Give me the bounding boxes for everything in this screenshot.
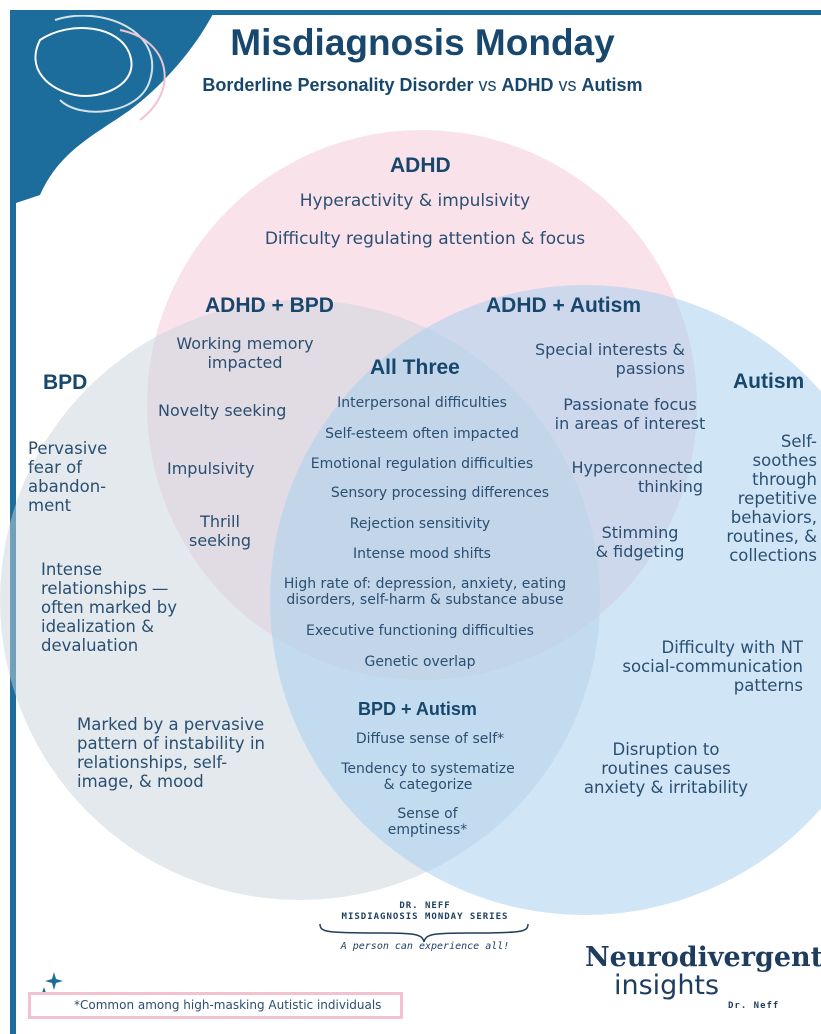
adhd-autism-item: Hyperconnected thinking (571, 458, 703, 496)
adhd-bpd-heading: ADHD + BPD (205, 294, 334, 317)
adhd-bpd-item: Impulsivity (167, 459, 255, 478)
autism-item: Disruption to routines causes anxiety & … (583, 740, 749, 797)
series-author: DR. NEFF (399, 901, 451, 911)
autism-item: Difficulty with NT social-communication … (622, 638, 803, 695)
all-three-item: High rate of: depression, anxiety, eatin… (283, 576, 567, 608)
all-three-item: Interpersonal difficulties (337, 395, 507, 411)
adhd-bpd-item: Thrill seeking (188, 512, 252, 550)
all-three-item: Emotional regulation difficulties (310, 456, 534, 472)
series-tagline: A person can experience all! (340, 941, 510, 952)
bpd-item: Pervasive fear of abandon- ment (28, 439, 108, 515)
adhd-heading: ADHD (390, 154, 451, 177)
bpd-autism-heading: BPD + Autism (358, 699, 477, 719)
bpd-heading: BPD (43, 371, 88, 394)
bpd-autism-item: Tendency to systematize & categorize (341, 761, 515, 793)
bpd-autism-item: Diffuse sense of self* (355, 731, 505, 747)
autism-item: Self- soothes through repetitive behavio… (726, 432, 817, 565)
page-subtitle: Borderline Personality Disorder vs ADHD … (202, 75, 643, 95)
adhd-item: Hyperactivity & impulsivity (299, 191, 531, 211)
adhd-autism-item: Special interests & passions (534, 340, 685, 378)
all-three-item: Rejection sensitivity (349, 516, 491, 532)
footnote-text: *Common among high-masking Autistic indi… (74, 998, 382, 1012)
series-name: MISDIAGNOSIS MONDAY SERIES (341, 912, 509, 922)
all-three-item: Genetic overlap (364, 654, 476, 670)
all-three-heading: All Three (370, 356, 460, 379)
all-three-item: Executive functioning difficulties (306, 623, 534, 639)
brace-icon (319, 923, 529, 943)
brand-name-line2: insights (614, 970, 720, 1001)
bpd-item: Intense relationships — often marked by … (41, 560, 177, 655)
adhd-autism-heading: ADHD + Autism (486, 294, 641, 317)
page-title: Misdiagnosis Monday (230, 22, 615, 63)
adhd-bpd-item: Novelty seeking (158, 401, 287, 420)
all-three-item: Intense mood shifts (353, 546, 491, 562)
brand-name-line1: Neurodivergent (585, 942, 821, 973)
footnote-box (28, 992, 403, 1019)
autism-circle (270, 285, 821, 915)
bpd-autism-item: Sense of emptiness* (387, 806, 468, 838)
bpd-item: Marked by a pervasive pattern of instabi… (77, 715, 265, 791)
adhd-autism-item: Passionate focus in areas of interest (554, 395, 706, 433)
adhd-bpd-item: Working memory impacted (176, 334, 314, 372)
frame-top-border (10, 10, 821, 15)
autism-heading: Autism (733, 370, 805, 393)
all-three-item: Self-esteem often impacted (325, 426, 519, 442)
adhd-item: Difficulty regulating attention & focus (264, 229, 586, 249)
decorative-blob (10, 10, 215, 205)
adhd-autism-item: Stimming & fidgeting (595, 523, 685, 561)
all-three-item: Sensory processing differences (330, 485, 550, 501)
brand-signature: Dr. Neff (728, 1001, 780, 1011)
